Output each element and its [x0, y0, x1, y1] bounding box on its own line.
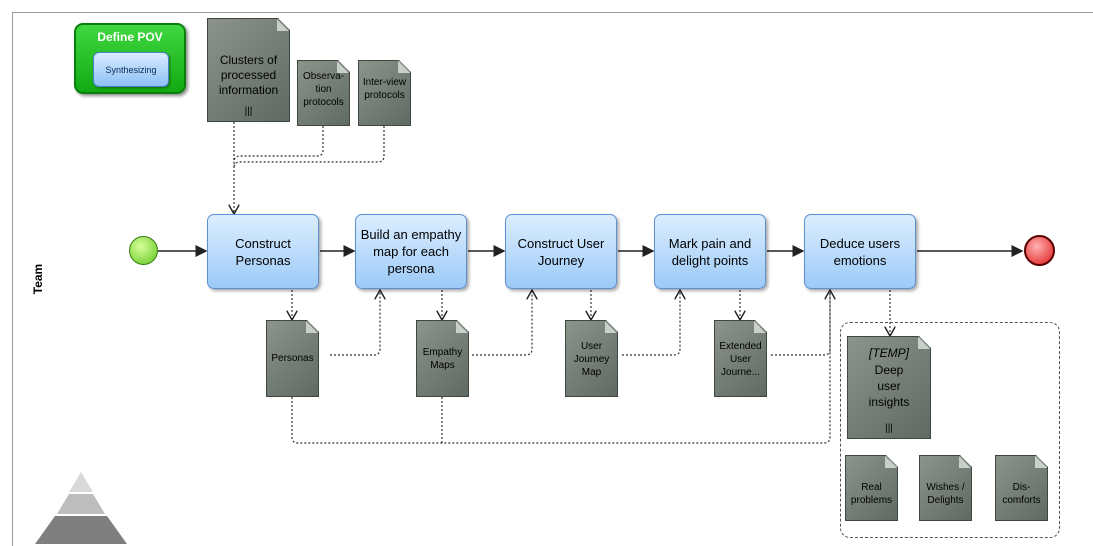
doc-real-problems[interactable]: Real problems	[845, 455, 898, 521]
lane-frame	[12, 12, 1093, 546]
doc-label: Wishes / Delights	[926, 482, 965, 506]
assoc-interview-to-personas	[233, 126, 385, 169]
doc-label: User Journey Map	[573, 341, 610, 378]
doc-clusters-processed-info[interactable]: Clusters of processed information |||	[207, 18, 290, 122]
doc-user-journey-map[interactable]: User Journey Map	[565, 320, 618, 397]
task-build-empathy-map[interactable]: Build an empathy map for each persona	[355, 214, 467, 289]
doc-interview-protocols[interactable]: Inter-view protocols	[358, 60, 411, 126]
doc-label: Inter-view protocols	[362, 77, 407, 101]
assoc-personas-to-empathy	[330, 290, 380, 356]
task-deduce-emotions[interactable]: Deduce users emotions	[804, 214, 916, 289]
task-construct-user-journey[interactable]: Construct User Journey	[505, 214, 617, 289]
doc-deep-user-insights[interactable]: [TEMP] Deep user insights |||	[847, 336, 931, 439]
pyramid-icon[interactable]	[35, 472, 127, 544]
doc-label: Extended User Journe...	[719, 341, 762, 378]
doc-label: Dis-comforts	[1002, 482, 1041, 506]
doc-label: Deep user insights	[868, 363, 910, 409]
assoc-empathymaps-to-journey	[472, 290, 532, 356]
assoc-journeymap-to-pain	[622, 290, 680, 356]
doc-label: Empathy Maps	[422, 347, 463, 371]
doc-wishes-delights[interactable]: Wishes / Delights	[919, 455, 972, 521]
start-event[interactable]	[129, 236, 158, 265]
assoc-personas-bottom	[291, 290, 831, 444]
doc-label: Clusters of processed information	[218, 53, 279, 97]
doc-label: Observa-tion protocols	[302, 71, 345, 108]
synthesizing-subprocess[interactable]: Synthesizing	[93, 52, 169, 87]
task-mark-pain-delight[interactable]: Mark pain and delight points	[654, 214, 766, 289]
doc-extended-user-journey[interactable]: Extended User Journe...	[714, 320, 767, 397]
doc-discomforts[interactable]: Dis-comforts	[995, 455, 1048, 521]
insights-group	[840, 322, 1060, 538]
doc-empathy-maps[interactable]: Empathy Maps	[416, 320, 469, 397]
doc-personas[interactable]: Personas	[266, 320, 319, 397]
doc-label: Personas	[271, 353, 314, 364]
define-pov-title: Define POV	[97, 30, 163, 44]
collection-marker: |||	[244, 106, 253, 117]
doc-label: Real problems	[850, 482, 893, 506]
assoc-observation-to-personas	[233, 126, 324, 163]
end-event[interactable]	[1024, 235, 1055, 266]
define-pov-group[interactable]: Define POV Synthesizing	[74, 23, 186, 94]
assoc-extended-to-emotions	[771, 290, 830, 356]
temp-tag: [TEMP]	[868, 346, 909, 360]
task-construct-personas[interactable]: Construct Personas	[207, 214, 319, 289]
collection-marker: |||	[885, 423, 893, 434]
doc-observation-protocols[interactable]: Observa-tion protocols	[297, 60, 350, 126]
